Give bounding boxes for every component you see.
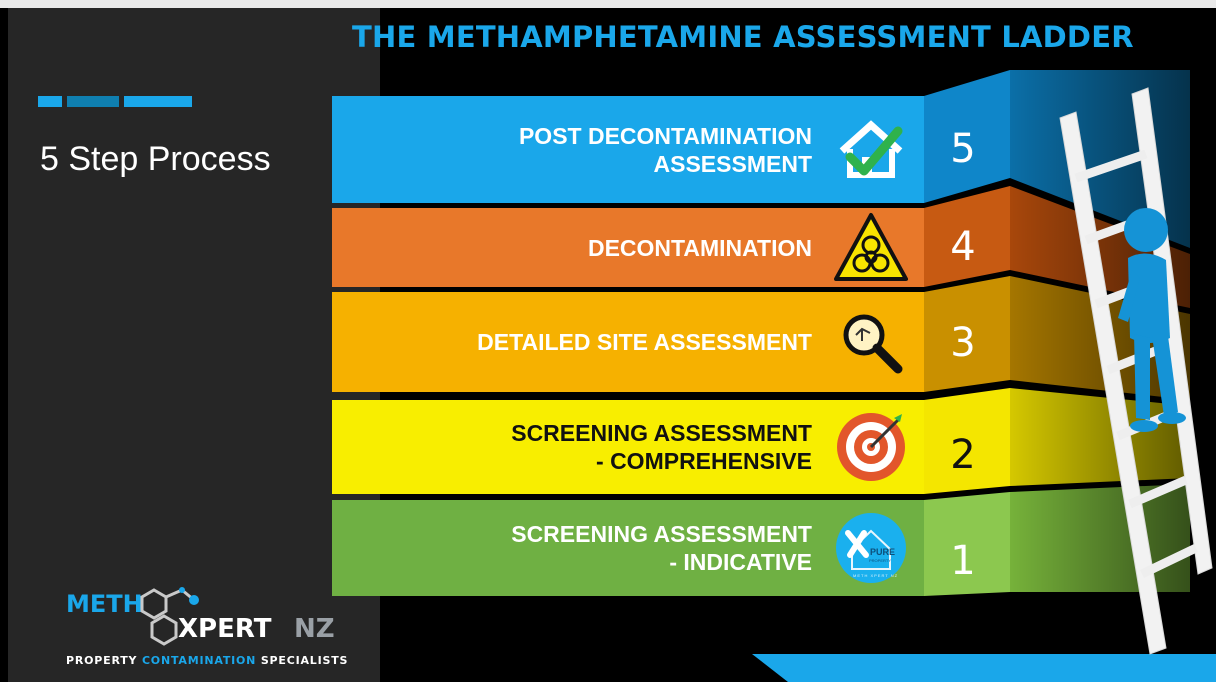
ladder-graphic	[332, 70, 1216, 682]
meth-xpert-logo: METH XPERT NZ PROPERTY CONTAMINATION SPE…	[60, 586, 350, 667]
step-5-front	[332, 96, 924, 203]
slide: 5 Step Process	[0, 8, 1216, 682]
slide-subtitle: 5 Step Process	[40, 140, 271, 178]
step-2-label: SCREENING ASSESSMENT - COMPREHENSIVE	[511, 420, 812, 474]
step-3-front	[332, 292, 924, 392]
step-2-side	[924, 388, 1010, 494]
step-1-label: SCREENING ASSESSMENT - INDICATIVE	[511, 521, 812, 575]
step-5-number: 5	[950, 126, 976, 172]
step-2-number: 2	[950, 432, 976, 478]
badge-line1: PURE	[870, 547, 895, 557]
logo-tagline: PROPERTY CONTAMINATION SPECIALISTS	[66, 654, 348, 667]
magnifier-icon	[843, 314, 903, 374]
biohazard-icon	[834, 212, 908, 281]
step-1-side	[924, 492, 1010, 596]
step-3: DETAILED SITE ASSESSMENT	[332, 292, 924, 392]
step-4: DECONTAMINATION	[332, 208, 924, 287]
step-5: POST DECONTAMINATION ASSESSMENT	[332, 96, 924, 203]
tagline-end: SPECIALISTS	[256, 654, 349, 667]
tagline-highlight: CONTAMINATION	[141, 654, 257, 667]
target-icon	[837, 413, 905, 481]
step-5-side	[924, 70, 1010, 203]
logo-xpert-text: XPERT	[178, 614, 272, 644]
step-2: SCREENING ASSESSMENT - COMPREHENSIVE	[332, 400, 924, 494]
step-1: SCREENING ASSESSMENT - INDICATIVE PURE P…	[332, 500, 924, 596]
left-panel	[8, 8, 380, 682]
logo-nz-text: NZ	[294, 614, 335, 644]
climbing-figure	[1118, 208, 1186, 432]
accent-bars	[38, 96, 192, 107]
step-3-label: DETAILED SITE ASSESSMENT	[477, 329, 812, 355]
logo-meth-text: METH	[66, 590, 143, 618]
step-4-side	[924, 186, 1010, 287]
step-5-label: POST DECONTAMINATION ASSESSMENT	[518, 122, 812, 177]
step-1-front	[332, 500, 924, 596]
tagline-start: PROPERTY	[66, 654, 142, 667]
badge-ring-text: METH XPERT NZ	[853, 573, 898, 578]
step-4-number: 4	[950, 224, 976, 270]
molecule-icon	[140, 587, 199, 646]
step-4-front	[332, 208, 924, 287]
step-4-label: DECONTAMINATION	[587, 234, 812, 261]
step-2-front	[332, 400, 924, 494]
pure-property-icon: PURE PROPERTY METH XPERT NZ	[836, 513, 906, 583]
step-3-side	[924, 276, 1010, 392]
step-3-number: 3	[950, 320, 976, 366]
house-check-icon	[839, 119, 903, 178]
floor-stripe	[752, 654, 1216, 682]
badge-line2: PROPERTY	[869, 558, 891, 563]
slide-title: THE METHAMPHETAMINE ASSESSMENT LADDER	[352, 20, 1134, 54]
step-1-number: 1	[950, 538, 976, 584]
